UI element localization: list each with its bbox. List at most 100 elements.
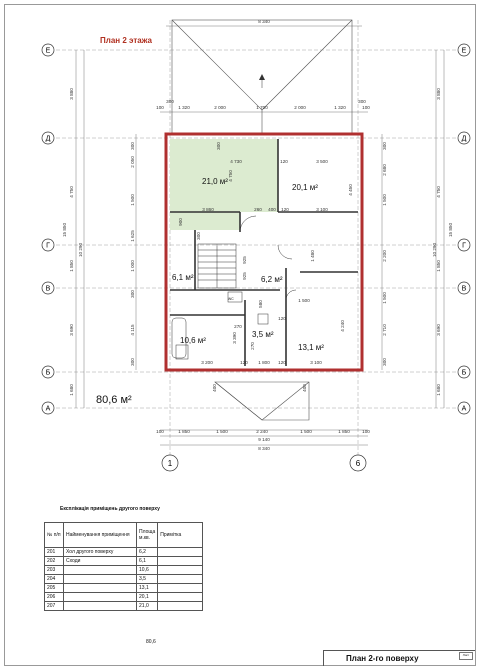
dimension-label: 1 500	[130, 194, 135, 206]
interior-walls	[170, 139, 358, 366]
dimension-label: 10 290	[78, 243, 83, 257]
cell-note	[157, 565, 204, 575]
wc-label: WC	[228, 297, 234, 301]
plan-title: План 2 этажа	[100, 36, 152, 45]
bathroom-fixtures	[171, 291, 269, 360]
dimension-label: 3 500	[316, 159, 328, 164]
dimension-label: 1 500	[382, 292, 387, 304]
cell-note	[157, 547, 204, 557]
cell-area: 6,2	[135, 547, 159, 557]
cell-area: 3,5	[135, 574, 159, 584]
dimension-label: 10 290	[432, 243, 437, 257]
title-block: План 2-го поверху Лист	[323, 650, 475, 666]
dimension-label: 260	[254, 207, 262, 212]
dimension-label: 2 710	[382, 324, 387, 336]
dimension-label: 2 000	[214, 105, 226, 110]
dimension-label: 3 690	[436, 324, 441, 336]
cell-n: 204	[44, 574, 64, 584]
axis-label-col-1: 6	[356, 459, 361, 468]
door-swings	[239, 215, 297, 301]
dimension-label: 300	[130, 358, 135, 366]
staircase	[197, 243, 237, 289]
dimension-label: 270	[234, 324, 242, 329]
axis-bubble-left-0	[41, 43, 55, 57]
col-note: Примітка	[157, 522, 204, 548]
dimension-label: 1 700	[256, 105, 268, 110]
dimension-label: 4 750	[228, 170, 233, 182]
dimension-label: 1 500	[216, 429, 228, 434]
cell-area: 6,1	[135, 556, 159, 566]
cell-name	[63, 565, 137, 575]
room-area-21: 21,0 м²	[202, 177, 228, 186]
dimension-label: 8 340	[258, 446, 270, 451]
axis-bubble-left-3	[41, 281, 55, 295]
cell-name	[63, 583, 137, 593]
axis-bubble-left-5	[41, 401, 55, 415]
col-number: № п/п	[44, 522, 64, 548]
dimension-label: 100	[156, 429, 164, 434]
dimension-label: 4 750	[69, 186, 74, 198]
dimension-label: 300	[196, 232, 201, 240]
cell-area: 10,6	[135, 565, 159, 575]
dimension-label: 1 500	[300, 429, 312, 434]
dimension-label: 4 750	[436, 186, 441, 198]
dimension-label: 1 500	[298, 298, 310, 303]
dimension-label: 1 000	[130, 260, 135, 272]
cell-n: 202	[44, 556, 64, 566]
cell-n: 207	[44, 601, 64, 611]
dimension-label: 300	[358, 99, 366, 104]
cell-note	[157, 592, 204, 602]
dimension-label: 300	[166, 99, 174, 104]
dimension-label: 925	[242, 256, 247, 264]
dimension-label: 1 320	[178, 105, 190, 110]
dimension-label: 1 850	[178, 429, 190, 434]
dimension-label: 3 860	[202, 207, 214, 212]
dimension-label: 3 880	[69, 88, 74, 100]
dimension-label: 2 050	[130, 156, 135, 168]
dimension-label: 3 690	[69, 324, 74, 336]
axis-bubble-right-0	[457, 43, 471, 57]
room-labels: 21,0 м² 20,1 м² 6,1 м² 6,2 м² 10,6 м² 3,…	[172, 177, 324, 352]
cell-n: 206	[44, 592, 64, 602]
dimension-label: 2 680	[382, 164, 387, 176]
dimension-label: 3 100	[316, 207, 328, 212]
dimension-label: 1 320	[334, 105, 346, 110]
col-room-name: Найменування приміщення	[63, 522, 137, 548]
room-area-3-5: 3,5 м²	[252, 330, 274, 339]
dimension-label: 580	[258, 300, 263, 308]
dimension-label: 15 850	[448, 223, 453, 237]
dimension-label: 2 000	[294, 105, 306, 110]
axis-label-right-4: Б	[462, 370, 467, 377]
dimension-label: 300	[382, 142, 387, 150]
dimension-label: 400	[212, 384, 217, 392]
dimension-label: 300	[130, 290, 135, 298]
dimension-label: 100	[362, 429, 370, 434]
cell-name	[63, 574, 137, 584]
axis-label-right-3: В	[462, 286, 467, 293]
axis-label-left-2: Г	[46, 243, 50, 250]
dimension-label: 2 240	[256, 429, 268, 434]
axis-bubble-left-1	[41, 131, 55, 145]
axis-label-right-2: Г	[462, 243, 466, 250]
axis-bubble-right-4	[457, 365, 471, 379]
explication-title: Експлікація приміщень другого поверху	[60, 506, 160, 512]
axis-label-left-4: Б	[46, 370, 51, 377]
dimension-label: 100	[156, 105, 164, 110]
col-area: Площа м.кв.	[135, 522, 159, 548]
cell-n: 205	[44, 583, 64, 593]
axis-label-col-0: 1	[168, 459, 173, 468]
drawing-sheet	[4, 4, 476, 666]
axis-bubble-left-4	[41, 365, 55, 379]
dimension-label: 4 450	[348, 184, 353, 196]
dimension-label: 120	[240, 360, 248, 365]
cell-name: Хол другого поверху	[63, 547, 137, 557]
dimension-label: 4 115	[130, 324, 135, 336]
axis-label-left-1: Д	[46, 136, 51, 143]
dimension-label: 100	[362, 105, 370, 110]
dimension-label: 120	[280, 159, 288, 164]
